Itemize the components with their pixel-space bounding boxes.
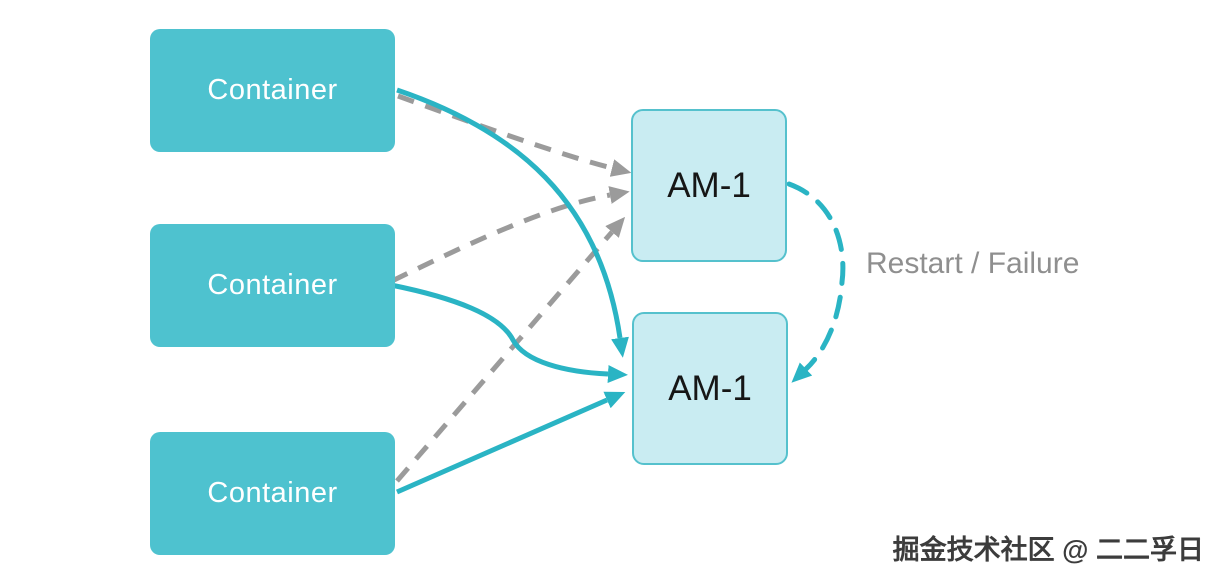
container-node-2: Container xyxy=(150,224,395,347)
watermark-text: 掘金技术社区 @ 二二孚日 xyxy=(892,535,1204,565)
am1-node-top: AM-1 xyxy=(631,109,787,262)
container-node-1-label: Container xyxy=(207,74,338,106)
container-node-3: Container xyxy=(150,432,395,555)
solid-arrow-container3-to-am1-bottom xyxy=(395,391,626,495)
restart-failure-label: Restart / Failure xyxy=(866,247,1080,280)
dashed-arc-am1-top-to-am1-bottom xyxy=(786,181,846,383)
container-node-3-label: Container xyxy=(207,477,338,509)
solid-arrow-container2-to-am1-bottom xyxy=(390,282,628,383)
dashed-arrow-container2-to-am1-top xyxy=(390,186,630,284)
solid-arrow-container1-to-am1-bottom xyxy=(396,87,629,358)
container-node-1: Container xyxy=(150,29,395,152)
container-node-2-label: Container xyxy=(207,269,338,301)
dashed-arrow-container1-to-am1-top xyxy=(397,93,632,177)
dashed-arrow-container3-to-am1-top xyxy=(395,216,626,483)
am1-node-bottom: AM-1 xyxy=(632,312,788,465)
am1-node-bottom-label: AM-1 xyxy=(668,368,752,408)
am1-node-top-label: AM-1 xyxy=(667,165,751,205)
